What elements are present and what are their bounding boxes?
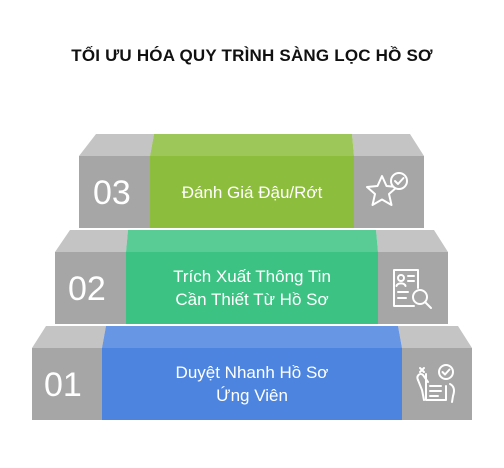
step-01-label-line1: Duyệt Nhanh Hồ Sơ — [175, 363, 329, 382]
step-01-right-top — [398, 326, 472, 348]
step-02-left-block — [55, 252, 126, 324]
step-02-label-line2: Cần Thiết Từ Hồ Sơ — [175, 290, 329, 309]
step-01-center-block — [102, 348, 402, 420]
step-03-number: 03 — [93, 174, 131, 212]
star-check-icon — [366, 172, 408, 206]
step-03-block — [79, 134, 424, 228]
step-01-label: Duyệt Nhanh Hồ Sơ Ứng Viên — [102, 348, 402, 420]
step-03-center-block — [150, 156, 354, 228]
step-03-left-block — [79, 156, 150, 228]
step-02-label: Trích Xuất Thông Tin Cần Thiết Từ Hồ Sơ — [126, 252, 378, 324]
step-02-left-top — [55, 230, 128, 252]
step-02-number: 02 — [68, 270, 106, 308]
step-02-center-block — [126, 252, 378, 324]
step-01-right-block — [402, 348, 472, 420]
step-01-left-top — [32, 326, 106, 348]
step-02-center-top — [126, 230, 378, 252]
step-01-number: 01 — [44, 366, 82, 404]
step-02-label-line1: Trích Xuất Thông Tin — [173, 267, 331, 286]
step-03-left-top — [79, 134, 154, 156]
step-01-label-line2: Ứng Viên — [216, 386, 288, 405]
step-03-right-top — [352, 134, 424, 156]
step-02-right-block — [378, 252, 448, 324]
diagram-title: TỐI ƯU HÓA QUY TRÌNH SÀNG LỌC HỒ SƠ — [71, 46, 433, 65]
step-01-center-top — [102, 326, 402, 348]
checklist-hand-icon — [416, 364, 455, 403]
step-03-label: Đánh Giá Đậu/Rớt — [150, 156, 354, 228]
step-02-right-top — [376, 230, 448, 252]
step-03-right-block — [354, 156, 424, 228]
step-02-block — [55, 230, 448, 324]
step-01-block — [32, 326, 472, 420]
step-03-center-top — [150, 134, 354, 156]
document-search-icon — [393, 269, 432, 309]
step-03-label-line1: Đánh Giá Đậu/Rớt — [181, 182, 323, 202]
step-01-left-block — [32, 348, 102, 420]
